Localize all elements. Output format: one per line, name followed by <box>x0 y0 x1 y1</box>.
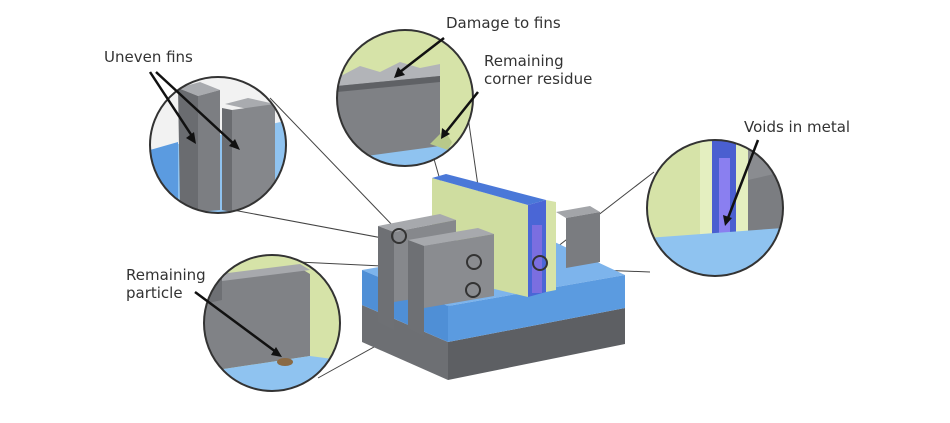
fin-2-front <box>408 240 424 336</box>
oxide-side <box>448 275 625 342</box>
zoom-uneven-fins <box>149 76 287 214</box>
mark-circle-particle <box>465 282 481 298</box>
metal-void-strip <box>532 225 542 293</box>
label-arrows <box>148 37 760 357</box>
zoom-voids-metal <box>646 139 784 277</box>
substrate-side <box>448 308 625 380</box>
fin-back-right <box>566 212 600 268</box>
particle-blob <box>277 358 293 366</box>
gate-top <box>432 174 546 205</box>
fin-1-front <box>378 226 394 330</box>
mark-circle-damage <box>466 254 482 270</box>
label-remaining-corner-residue-line2: corner residue <box>484 70 593 88</box>
fin-2-top <box>408 228 494 246</box>
fin-2-side <box>424 234 494 308</box>
label-remaining-corner-residue-line1: Remaining <box>484 52 564 70</box>
gate-liner <box>546 200 556 292</box>
zoom-remaining-particle <box>203 254 341 392</box>
mark-circle-uneven <box>391 228 407 244</box>
fin-1-top <box>378 214 456 232</box>
label-remaining-particle-line2: particle <box>126 284 183 302</box>
zoom-damage-fins <box>336 29 474 167</box>
label-voids-in-metal: Voids in metal <box>744 118 851 136</box>
fin-back-right-top <box>556 206 600 218</box>
label-damage-to-fins: Damage to fins <box>446 14 561 32</box>
finfet-structure <box>362 174 625 380</box>
label-remaining-particle-line1: Remaining <box>126 266 206 284</box>
mark-circle-void <box>532 255 548 271</box>
label-uneven-fins: Uneven fins <box>104 48 193 66</box>
